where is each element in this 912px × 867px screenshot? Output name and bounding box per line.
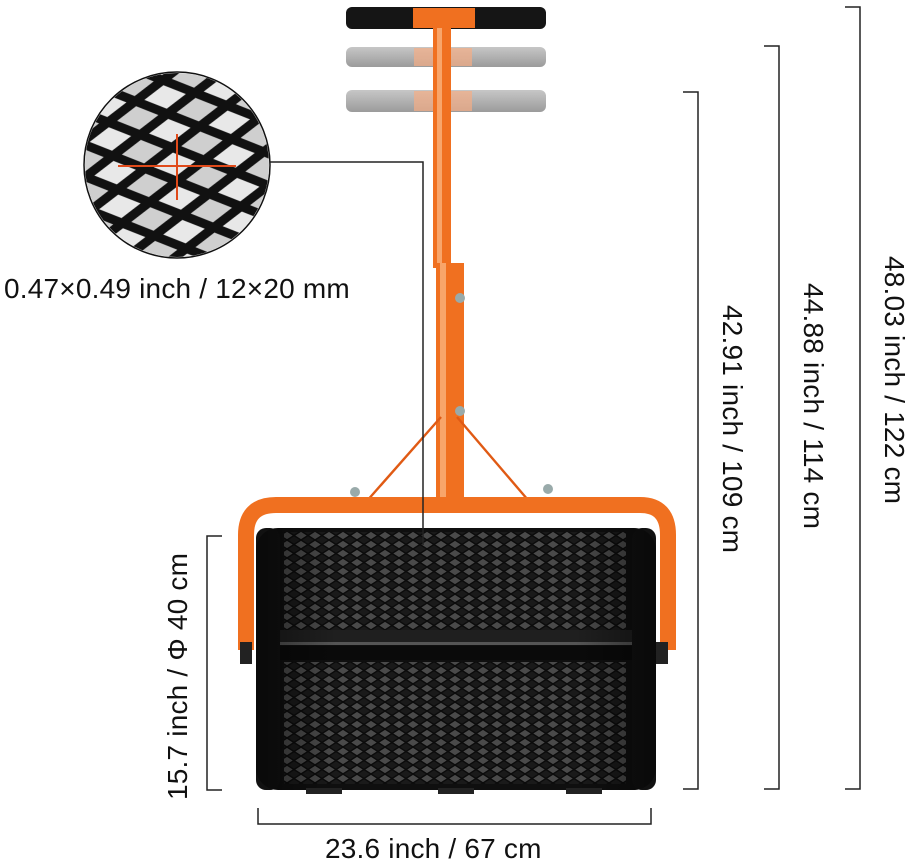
brace-wires — [365, 416, 529, 503]
drum-width-label: 23.6 inch / 67 cm — [325, 833, 542, 864]
mesh-opening-label: 0.47×0.49 inch / 12×20 mm — [4, 273, 350, 304]
handle-pole — [433, 28, 465, 503]
roller-drum — [240, 528, 668, 794]
drum-diameter-label: 15.7 inch / Φ 40 cm — [162, 552, 193, 800]
t-handle-grip — [346, 7, 546, 29]
mesh-zoom-callout — [83, 71, 424, 545]
height-high-label: 48.03 inch / 122 cm — [879, 256, 910, 505]
height-mid-label: 44.88 inch / 114 cm — [798, 283, 829, 530]
dimension-lines — [206, 6, 861, 825]
roller-frame — [238, 497, 676, 650]
height-low-label: 42.91 inch / 109 cm — [717, 305, 748, 554]
